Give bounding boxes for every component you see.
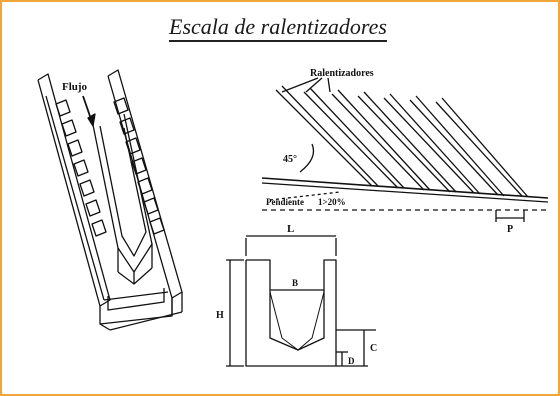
slot-label: B: [292, 278, 298, 288]
angle-label: 45°: [283, 154, 297, 165]
depth-d-label: D: [348, 356, 355, 366]
baffle-ladder-drawing: [261, 77, 549, 222]
slope-value: 1>20%: [318, 197, 346, 207]
channel-3d-drawing: [37, 69, 183, 331]
slide-title-text: Escala de ralentizadores: [169, 14, 387, 42]
height-label: H: [216, 310, 224, 321]
blank-area: [400, 245, 546, 355]
flow-label: Flujo: [62, 81, 88, 93]
baffle-bars: [275, 85, 529, 198]
width-label: L: [287, 223, 294, 235]
baffles-label: Ralentizadores: [310, 68, 374, 79]
slope-label: Pendiente: [266, 197, 304, 207]
pitch-label: P: [507, 224, 513, 235]
slide-title: Escala de ralentizadores: [0, 14, 556, 42]
depth-c-label: C: [370, 343, 377, 354]
cross-section-drawing: [226, 235, 376, 367]
